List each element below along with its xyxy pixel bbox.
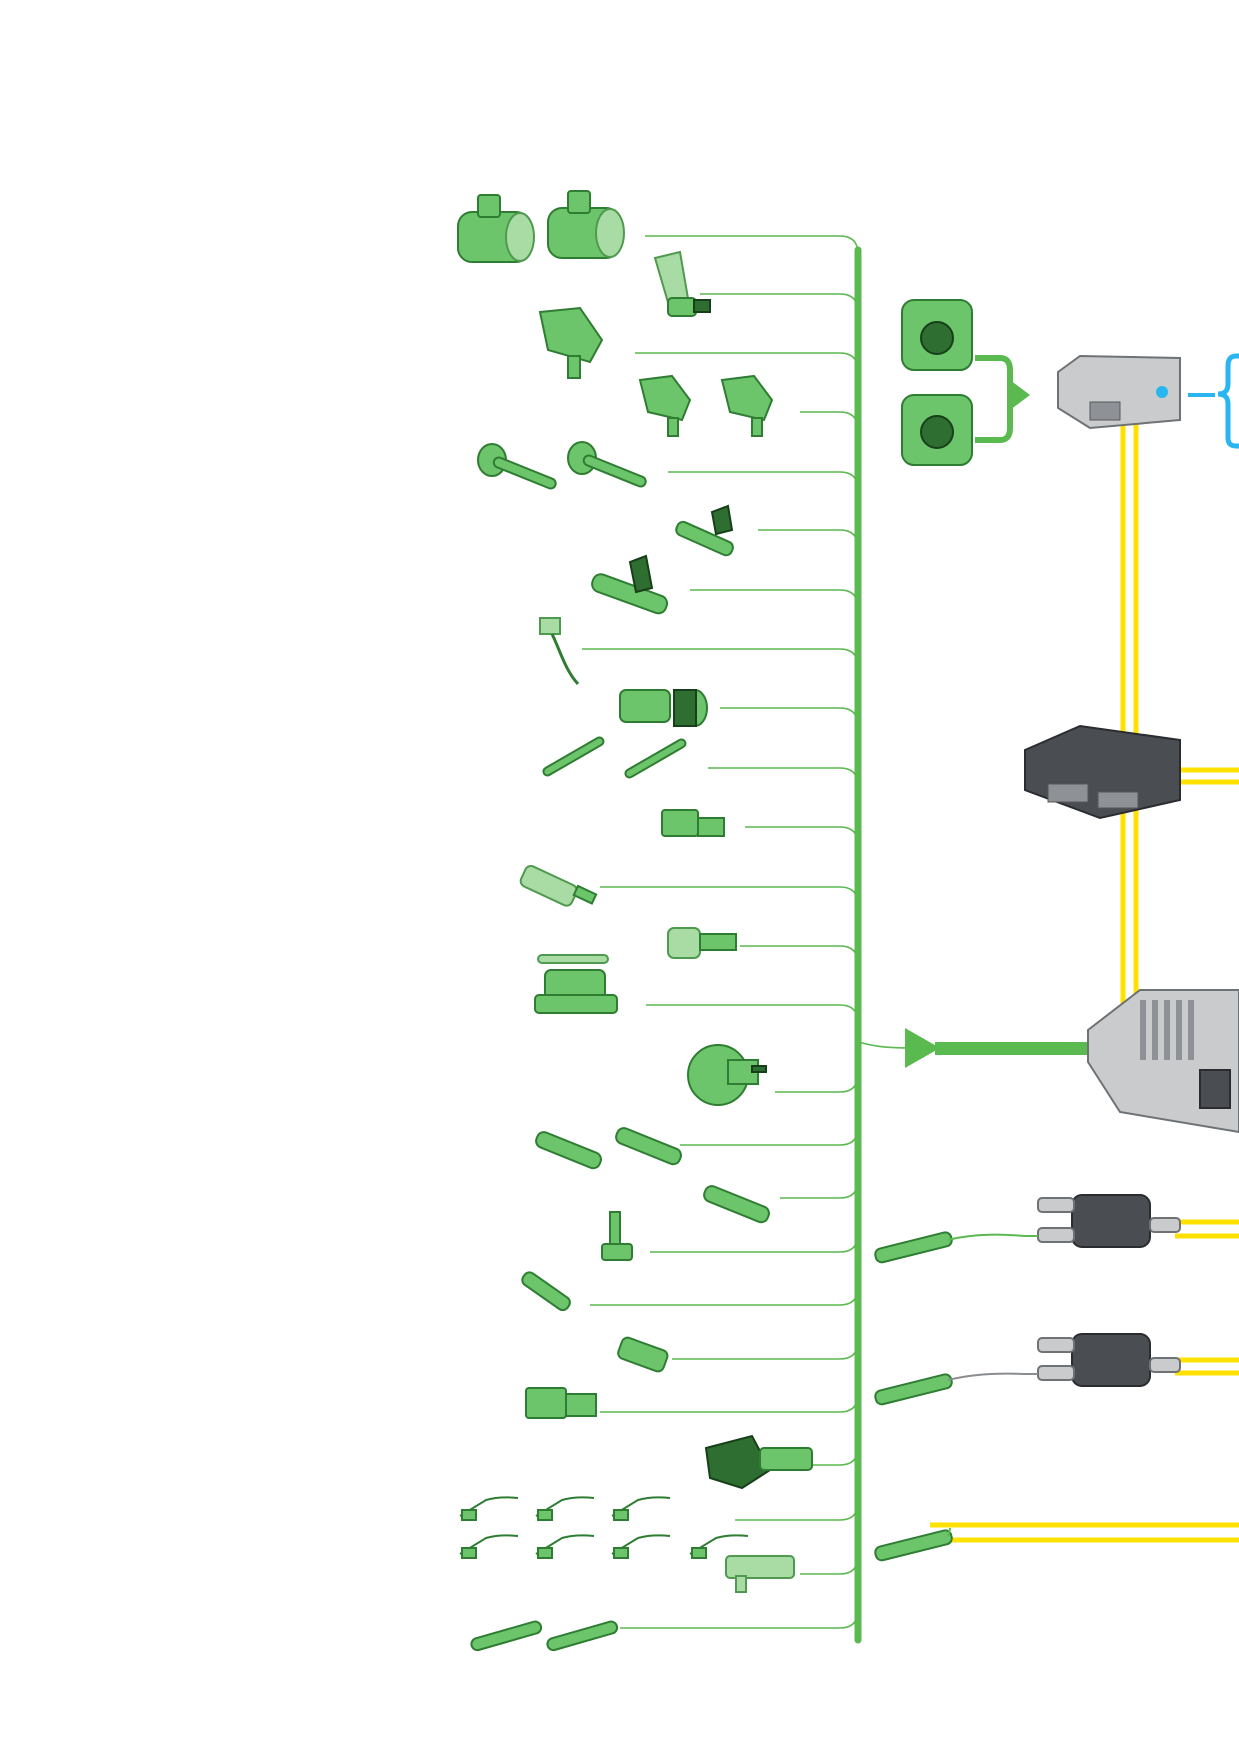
gateway-module-icon [1024,724,1181,820]
exhaust-temperature-sensor-icon [459,1496,749,1559]
speed-sensor-icon [675,504,734,557]
temperature-sensor-icon [525,1387,597,1419]
lambda-probe-icon [470,1620,619,1652]
sensor-harness [582,235,1093,1644]
lambda-probe-icon [874,1231,1025,1264]
speed-sensor-icon [703,1185,770,1224]
engine-control-unit-icon [1087,989,1239,1134]
lambda-probe-icon [874,1527,953,1562]
temperature-sensor-icon [521,1271,571,1312]
pedal-module-icon [653,250,711,318]
pressure-sensor-icon [619,689,708,727]
level-sensor-icon [539,617,580,686]
lambda-probe-icon [874,1372,1025,1406]
harness-to-ecu [935,1042,1093,1055]
arrow-to-ecu [905,1028,940,1068]
glow-plug-icon [477,441,647,490]
switch-icon [687,1044,767,1106]
differential-pressure-sensor-icon [534,954,618,1014]
pressure-switch-icon [519,864,598,907]
position-sensor-icon [601,1211,633,1261]
pressure-sensor-icon [638,374,774,437]
bracket-icon [1217,353,1239,449]
actuator-icon [901,299,1030,466]
temperature-sensor-icon [617,1336,669,1373]
control-unit-icon [1057,354,1181,430]
exhaust-pressure-sensor-icon [725,1555,795,1593]
bus-wiring [930,420,1239,1543]
nox-sensor-icon [1024,1333,1181,1387]
speed-sensor-icon [591,554,669,615]
air-mass-meter-icon [457,190,625,263]
temperature-probe-icon [542,736,687,779]
nox-sensor-icon [1024,1194,1181,1248]
speed-sensor-icon [535,1127,682,1170]
temperature-sensor-icon [661,809,725,837]
rail-pressure-sensor-icon [704,1434,813,1490]
temperature-sensor-icon [667,927,737,959]
pressure-sensor-icon [538,306,604,379]
